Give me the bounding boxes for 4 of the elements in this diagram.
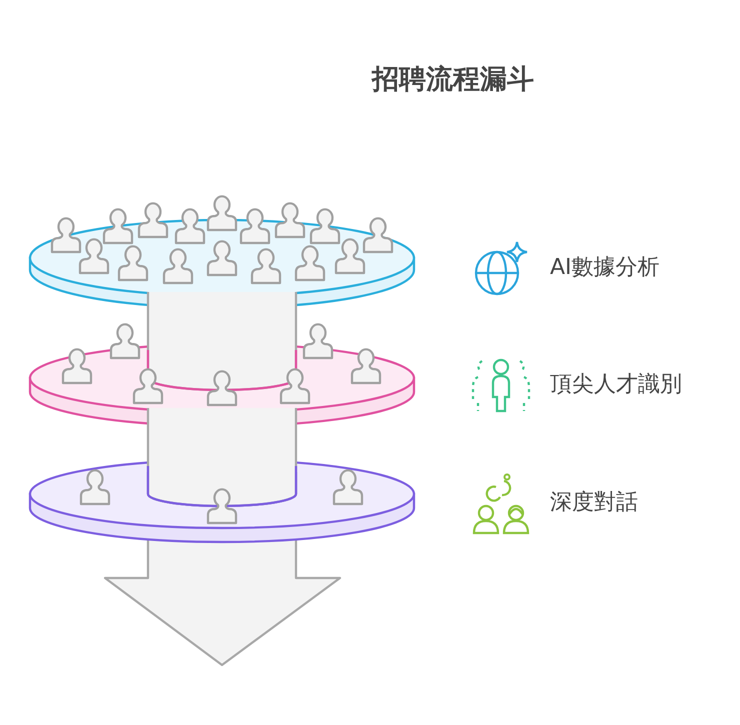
stage-label: AI數據分析 [550, 257, 660, 279]
title: 招聘流程漏斗 [372, 66, 534, 93]
stage-label: 深度對話 [550, 492, 638, 514]
stage-label: 頂尖人才識別 [550, 374, 682, 396]
